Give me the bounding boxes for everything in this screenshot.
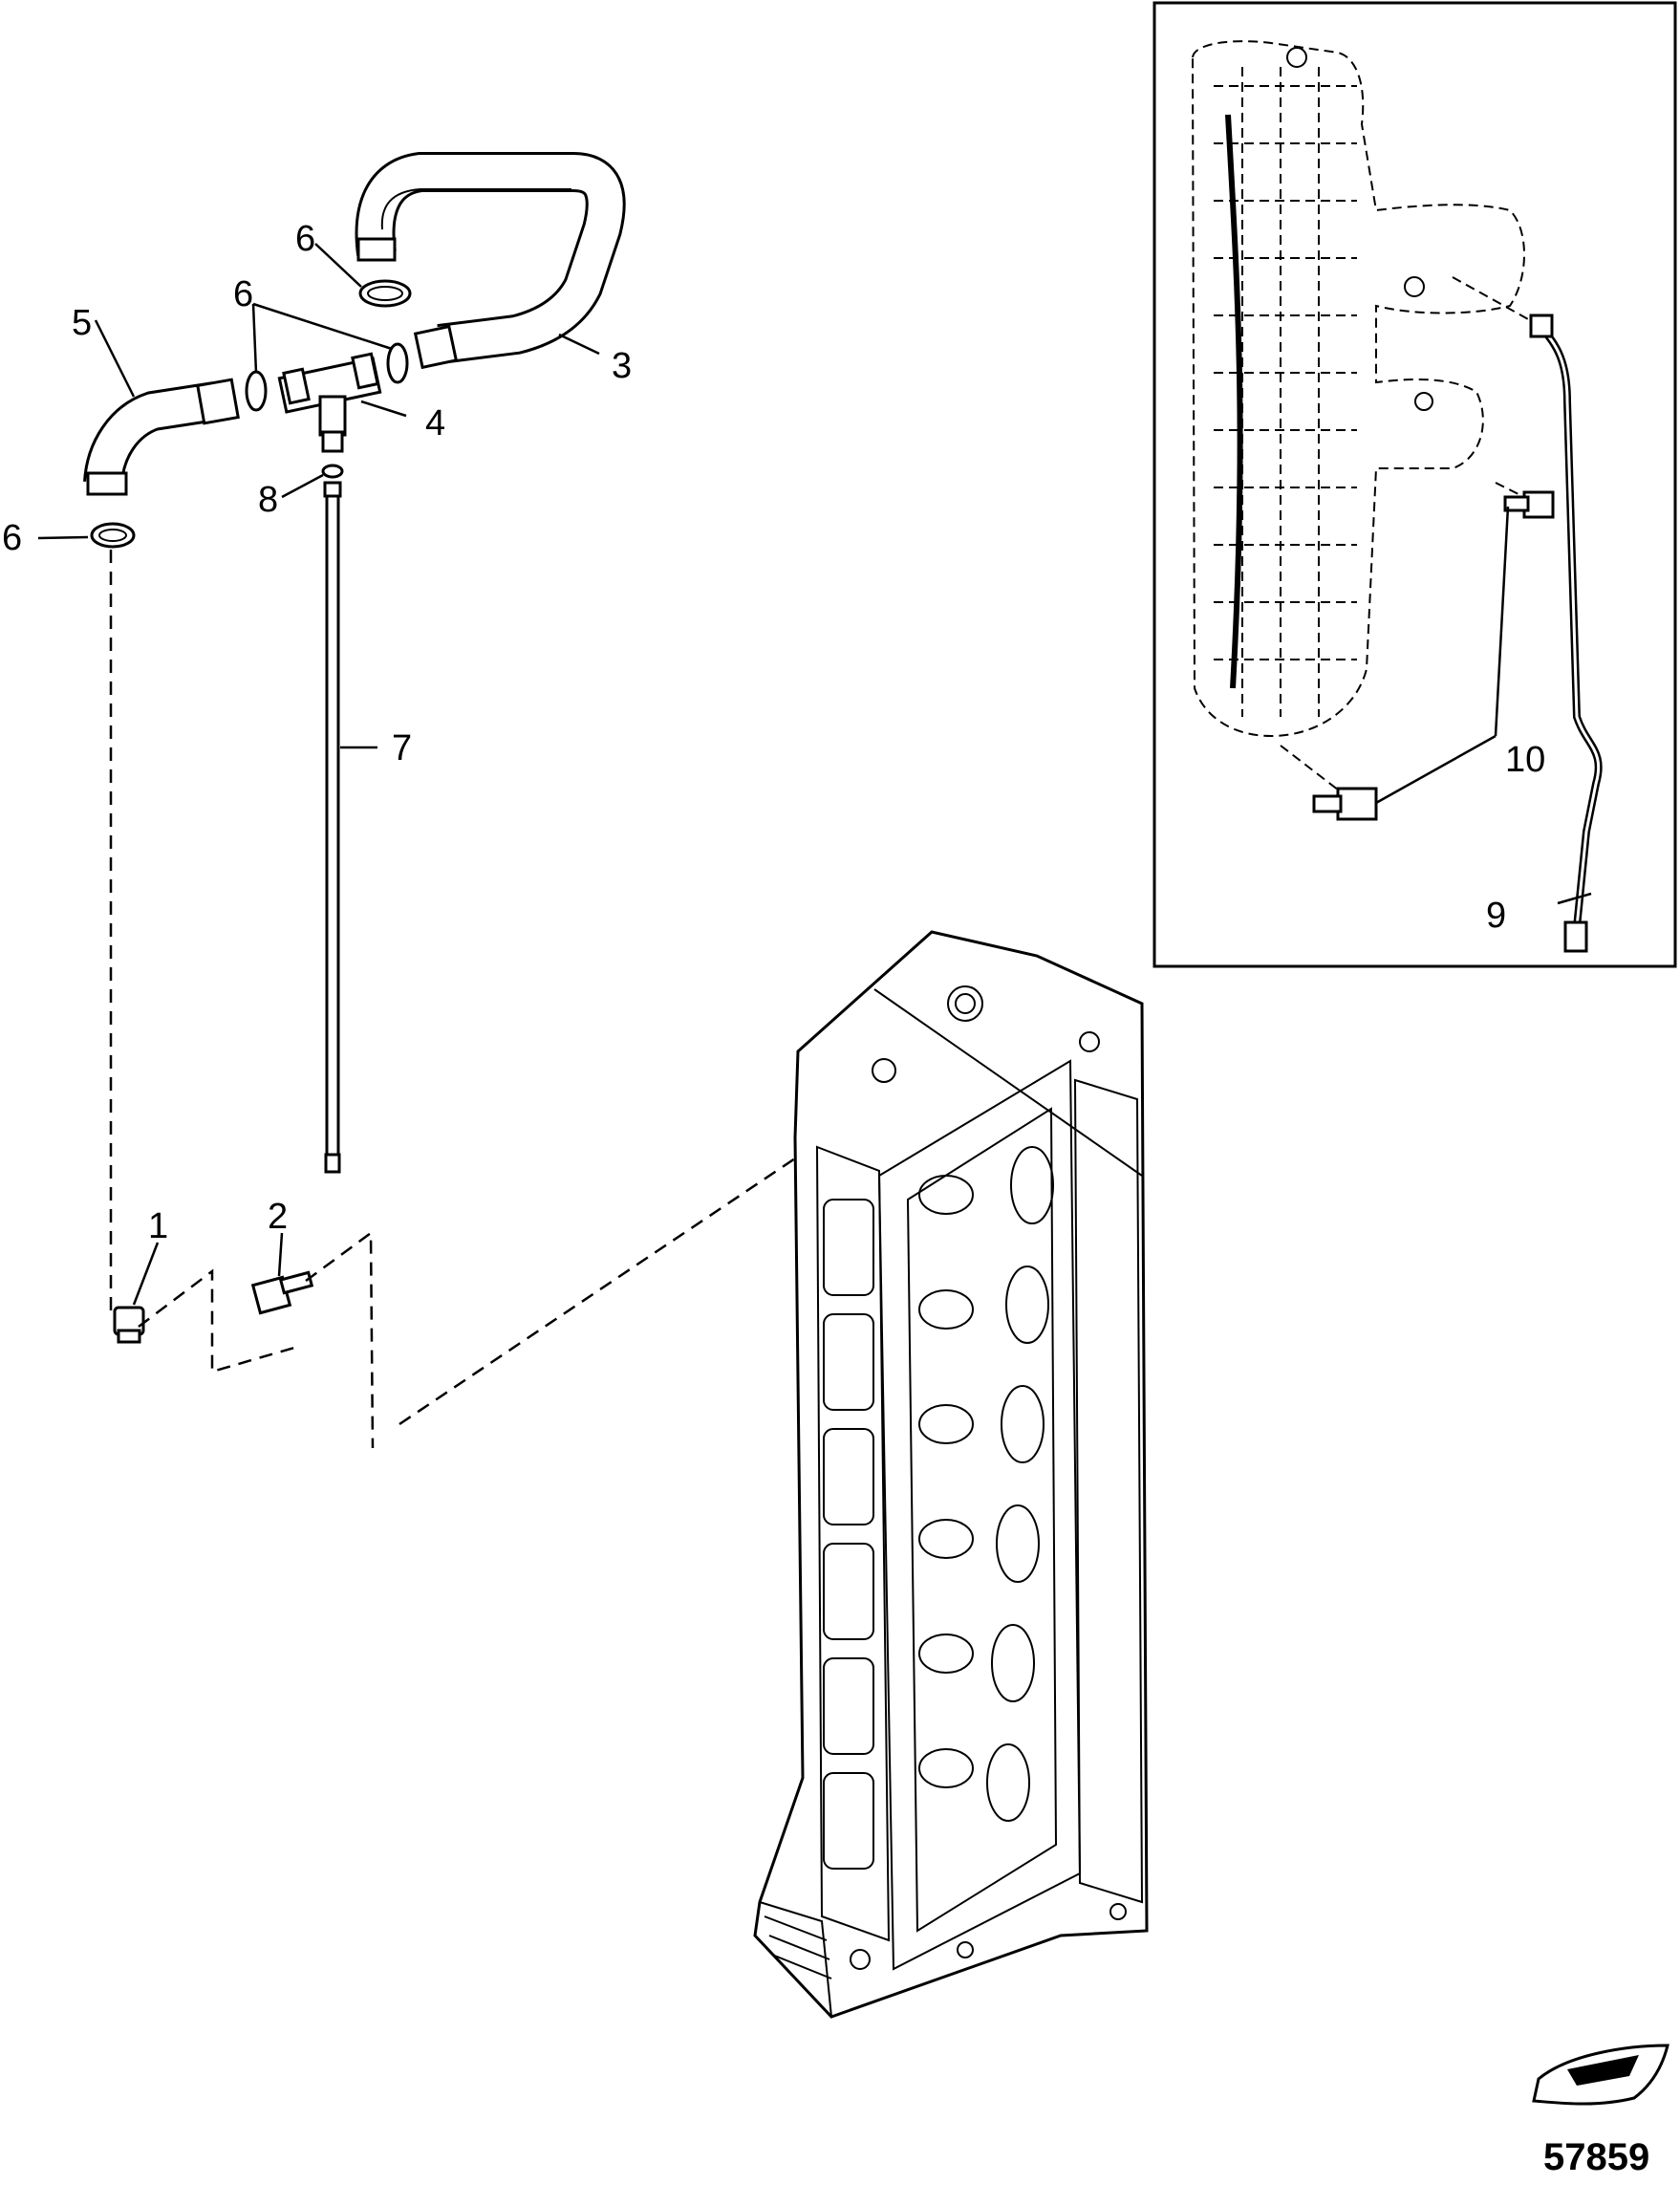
hose-clamp-lower: [90, 522, 136, 549]
inset-panel: 10 9: [1152, 1, 1677, 968]
o-ring-right: [386, 342, 409, 384]
callout-4: 4: [425, 403, 445, 443]
boat-orientation-icon: [1532, 2044, 1669, 2106]
tee-fitting: [277, 352, 382, 453]
callout-6-upper: 6: [295, 219, 315, 259]
head-bolt-holes: [850, 985, 1127, 1970]
cylinder-head: [753, 930, 1149, 2019]
hose-upper: [355, 152, 626, 370]
inset-sensor-tube: [1452, 276, 1603, 953]
callout-2: 2: [268, 1197, 288, 1237]
sealing-washer: [321, 464, 344, 479]
o-ring-left: [245, 370, 268, 412]
valve-pockets: [918, 1175, 974, 1788]
callout-6-lower: 6: [2, 518, 22, 558]
flange-bolt: [250, 1270, 314, 1315]
drain-plug: [113, 1306, 145, 1344]
inset-ghost-component: [1191, 40, 1525, 738]
callout-8: 8: [258, 480, 278, 520]
callout-10: 10: [1505, 740, 1545, 780]
callout-3: 3: [612, 346, 632, 386]
figure-number: 57859: [1543, 2136, 1649, 2178]
callout-1: 1: [148, 1206, 168, 1246]
callout-5: 5: [72, 303, 92, 343]
callout-7: 7: [392, 728, 412, 768]
elbow-hose: [83, 378, 240, 496]
hose-clamp-upper: [358, 279, 412, 308]
exhaust-ports: [986, 1146, 1054, 1822]
callout-9: 9: [1486, 896, 1506, 936]
intake-ports: [823, 1199, 874, 1870]
callout-6-middle: 6: [233, 274, 253, 314]
inset-bolt-lower: [1280, 745, 1378, 821]
dipstick-rod: [323, 481, 342, 1174]
inset-bolt-upper: [1495, 482, 1555, 519]
